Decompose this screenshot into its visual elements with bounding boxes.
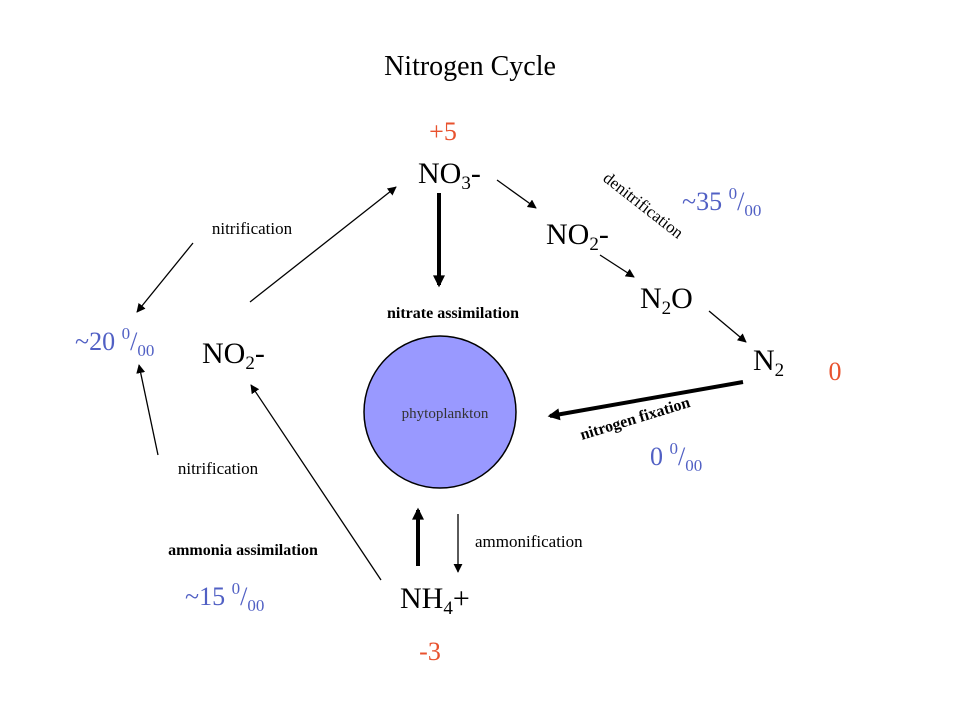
arrow-n2o-to-n2 xyxy=(708,310,747,343)
diagram-title: Nitrogen Cycle xyxy=(384,51,556,82)
arrow-nitrification-bottom xyxy=(136,364,159,456)
species-nitrous-oxide: N2O xyxy=(640,282,693,319)
process-ammonia-assimilation: ammonia assimilation xyxy=(168,542,318,559)
species-nitrite-right: NO2- xyxy=(546,218,609,255)
process-ammonification: ammonification xyxy=(475,532,583,551)
process-nitrification-top: nitrification xyxy=(212,219,293,238)
process-denitrification: denitrification xyxy=(600,168,688,243)
isotope-nitrification: ~20 0/00 xyxy=(75,324,154,360)
species-dinitrogen: N2 xyxy=(753,344,784,381)
species-ammonium: NH4+ xyxy=(400,582,470,619)
arrow-nitrogen-fixation xyxy=(547,380,744,421)
isotope-denitrification: ~35 0/00 xyxy=(682,184,761,220)
arrow-nitrite-to-nitrate xyxy=(249,186,397,303)
arrow-nitrification-top xyxy=(136,242,194,313)
arrow-nitrite-to-n2o xyxy=(599,254,635,278)
phytoplankton-circle xyxy=(363,335,517,489)
oxidation-state-nitrate: +5 xyxy=(429,117,457,146)
oxidation-state-ammonium: -3 xyxy=(419,637,441,666)
arrow-ammonium-to-nitrite xyxy=(250,384,382,581)
isotope-fixation: 0 0/00 xyxy=(650,439,702,475)
isotope-ammonia-assimilation: ~15 0/00 xyxy=(185,579,264,615)
process-nitrate-assimilation: nitrate assimilation xyxy=(387,305,519,322)
process-nitrification-bottom: nitrification xyxy=(178,459,259,478)
species-nitrate: NO3- xyxy=(418,157,481,194)
phytoplankton-label: phytoplankton xyxy=(402,406,489,422)
species-nitrite-left: NO2- xyxy=(202,337,265,374)
arrow-nitrate-to-nitrite xyxy=(496,179,537,209)
oxidation-state-dinitrogen: 0 xyxy=(829,357,842,386)
